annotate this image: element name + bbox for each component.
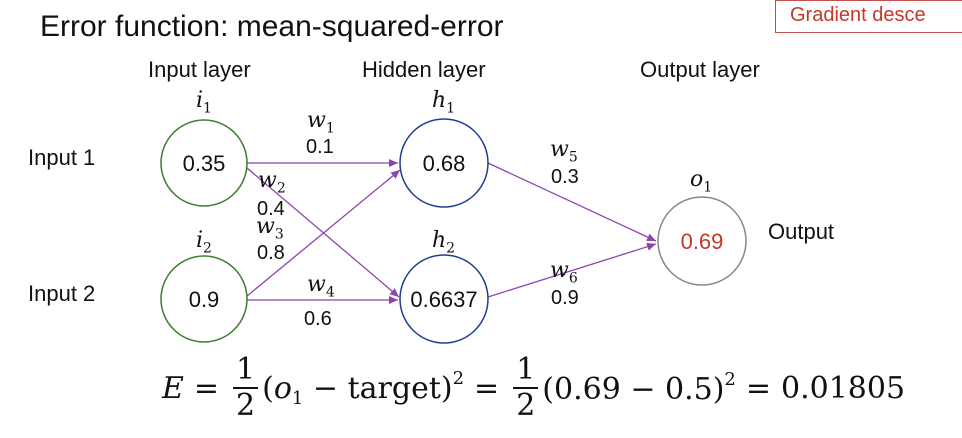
formula-equals-2: = [474,370,500,406]
formula-term-2: (0.69 − 0.5)2 [542,369,736,407]
formula-result: 0.01805 [781,370,906,406]
formula-fraction-1: 1 2 [233,355,259,421]
formula-equals-1: = [193,370,220,406]
node-h2-symbol: h2 [432,228,456,257]
w1-symbol: w1 [307,108,335,137]
w2-symbol: w2 [258,168,286,197]
w3-value: 0.8 [257,242,285,264]
error-formula: E = 1 2 (o1 − target)2 = 1 2 (0.69 − 0.5… [162,355,905,421]
w4-symbol: w4 [307,272,335,301]
node-o1-circle [657,196,747,286]
input1-label: Input 1 [28,145,96,170]
formula-equals-3: = [745,370,771,406]
edge-h2-o1 [487,242,657,298]
formula-lhs: E [162,370,184,406]
w5-value: 0.3 [551,166,579,188]
node-h1-circle [399,118,489,208]
edge-i1-h2 [246,167,400,298]
page-title: Error function: mean-squared-error [40,10,504,43]
hidden-layer-label: Hidden layer [362,57,486,82]
node-h2-circle [399,254,489,344]
output-layer-label: Output layer [640,57,760,82]
w6-symbol: w6 [550,258,578,287]
w6-value: 0.9 [551,287,579,309]
node-h1-value: 0.68 [422,151,466,176]
node-o1-value: 0.69 [680,229,724,254]
edge-h1-o1 [487,162,657,242]
w4-value: 0.6 [304,308,332,330]
w1-value: 0.1 [306,136,334,158]
node-i2-value: 0.9 [188,287,220,312]
node-o1-symbol: o1 [690,167,713,196]
node-i2-symbol: i2 [196,228,212,257]
node-h1-symbol: h1 [432,88,456,117]
node-i1-symbol: i1 [196,88,212,117]
input2-label: Input 2 [28,281,96,306]
node-i2-circle [160,255,248,343]
w3-symbol: w3 [256,214,284,243]
formula-fraction-2: 1 2 [513,355,539,421]
w2-value: 0.4 [257,198,285,220]
edge-i2-h1 [246,169,401,297]
w5-symbol: w5 [550,137,578,166]
formula-term-1: (o1 − target)2 [262,367,465,409]
gradient-descent-button[interactable]: Gradient desce [775,0,962,33]
node-i1-value: 0.35 [182,151,226,176]
input-layer-label: Input layer [148,57,251,82]
node-i1-circle [160,119,248,207]
output-label: Output [768,219,835,244]
node-h2-value: 0.6637 [410,287,478,312]
